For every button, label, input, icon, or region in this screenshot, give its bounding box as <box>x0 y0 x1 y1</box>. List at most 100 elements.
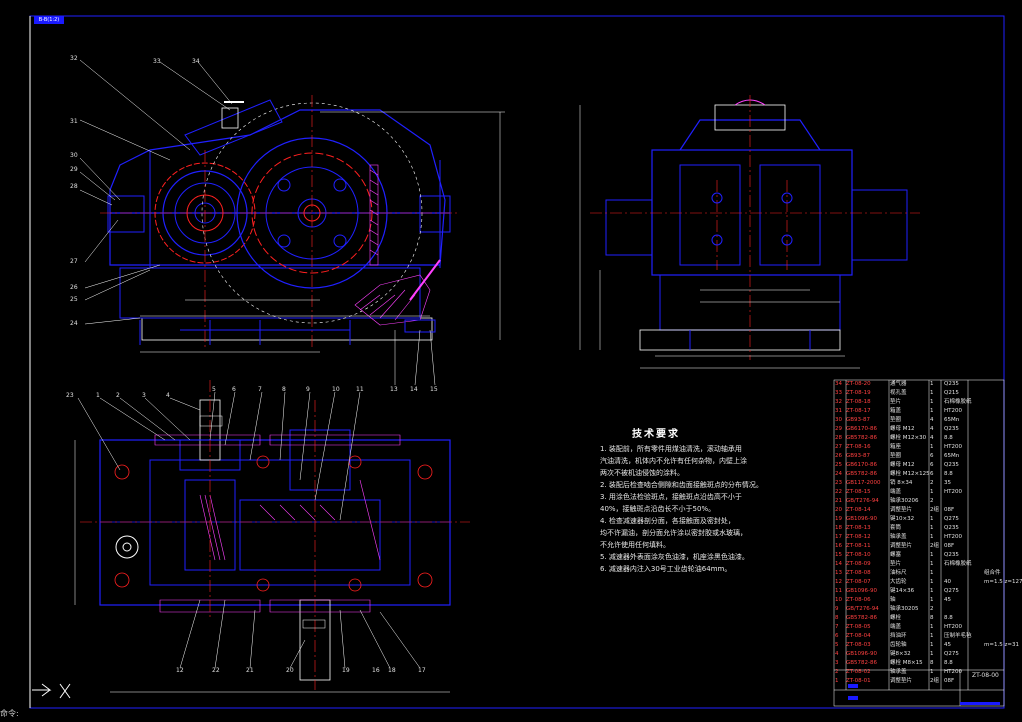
part-number-label: 20 <box>286 667 294 674</box>
bom-cell-qty: 2组 <box>930 507 939 513</box>
bom-cell-mat: 08F <box>944 543 955 549</box>
bom-cell-no: 24 <box>835 471 842 477</box>
bom-cell-qty: 1 <box>930 399 934 405</box>
bom-cell-name: 箱盖 <box>890 408 902 414</box>
bom-cell-no: 1 <box>835 678 839 684</box>
tech-line: 不允许使用任何填料。 <box>600 541 670 549</box>
technical-requirements: 技术要求 1. 装配前，所有零件用煤油清洗，滚动轴承用 汽油清洗，机体内不允许有… <box>600 430 830 577</box>
bom-cell-name: 轴 <box>890 597 896 603</box>
bom-cell-mat: 65Mn <box>944 453 960 459</box>
part-number-label: 4 <box>166 392 170 399</box>
bom-cell-code: GB6170-86 <box>846 462 878 468</box>
bom-cell-no: 3 <box>835 660 839 666</box>
part-number-label: 16 <box>372 667 380 674</box>
bom-cell-mat: Q235 <box>944 426 959 432</box>
bom-cell-code: ZT-08-15 <box>846 489 871 495</box>
bom-cell-note: m=1.5 z=31 <box>984 642 1019 648</box>
part-number-label: 2 <box>116 392 120 399</box>
part-number-label: 8 <box>282 386 286 393</box>
bom-cell-name: 轴承盖 <box>890 669 907 675</box>
bom-cell-mat: 35 <box>944 480 951 486</box>
part-number-label: 13 <box>390 386 398 393</box>
bom-cell-name: 垫圈 <box>890 417 902 423</box>
bom-cell-code: ZT-08-13 <box>846 525 871 531</box>
bom-cell-name: 调整垫片 <box>890 507 913 513</box>
bom-cell-qty: 2 <box>930 498 934 504</box>
bom-cell-note: m=1.5 z=127 <box>984 579 1022 585</box>
part-number-label: 3 <box>142 392 146 399</box>
ucs-icon <box>32 683 71 699</box>
part-number-label: 18 <box>388 667 396 674</box>
bom-cell-name: 螺栓 M8×15 <box>890 660 923 666</box>
bom-cell-code: ZT-08-19 <box>846 390 871 396</box>
bom-cell-no: 27 <box>835 444 842 450</box>
bom-cell-code: ZT-08-06 <box>846 597 871 603</box>
bom-cell-qty: 1 <box>930 525 934 531</box>
part-number-label: 30 <box>70 152 78 159</box>
view-tab[interactable]: B-B(1:2) <box>34 16 64 24</box>
bom-cell-no: 6 <box>835 633 839 639</box>
bom-cell-mat: 8.8 <box>944 615 953 621</box>
bom-cell-mat: Q275 <box>944 651 959 657</box>
bom-cell-qty: 1 <box>930 390 934 396</box>
command-line[interactable]: 命令: <box>0 709 19 718</box>
bom-cell-qty: 1 <box>930 633 934 639</box>
bom-cell-code: ZT-08-02 <box>846 669 871 675</box>
bom-cell-qty: 8 <box>930 660 934 666</box>
bom-cell-qty: 2组 <box>930 678 939 684</box>
bom-cell-mat: HT200 <box>944 489 962 495</box>
bom-cell-name: 轴承盖 <box>890 534 907 540</box>
bom-cell-qty: 4 <box>930 426 934 432</box>
part-number-label: 31 <box>70 118 78 125</box>
bom-cell-code: ZT-08-03 <box>846 642 871 648</box>
bom-cell-qty: 1 <box>930 570 934 576</box>
bom-cell-name: 螺栓 M12×30 <box>890 435 927 441</box>
bom-cell-code: GB117-2000 <box>846 480 881 486</box>
part-number-label: 14 <box>410 386 418 393</box>
bom-cell-mat: HT200 <box>944 669 962 675</box>
bom-cell-mat: HT200 <box>944 624 962 630</box>
part-number-label: 24 <box>70 320 78 327</box>
bom-cell-mat: 8.8 <box>944 660 953 666</box>
bom-cell-no: 14 <box>835 561 842 567</box>
bom-cell-qty: 1 <box>930 597 934 603</box>
bom-cell-qty: 1 <box>930 489 934 495</box>
part-number-label: 5 <box>212 386 216 393</box>
bom-cell-code: ZT-08-09 <box>846 561 871 567</box>
bom-cell-no: 19 <box>835 516 842 522</box>
bom-cell-name: 螺母 M12 <box>890 426 915 432</box>
bom-cell-no: 16 <box>835 543 842 549</box>
part-number-label: 23 <box>66 392 74 399</box>
bom-cell-mat: 08F <box>944 678 955 684</box>
bom-cell-code: GB6170-86 <box>846 426 878 432</box>
bom-cell-code: GB93-87 <box>846 417 871 423</box>
tech-line: 均不许漏油，剖分面允许涂以密封胶或水玻璃， <box>600 529 747 537</box>
bom-cell-code: ZT-08-18 <box>846 399 871 405</box>
part-number-label: 33 <box>153 58 161 65</box>
bom-cell-code: ZT-08-11 <box>846 543 871 549</box>
bom-cell-code: ZT-08-08 <box>846 570 871 576</box>
leader-lines <box>77 59 436 669</box>
bom-cell-code: ZT-08-16 <box>846 444 871 450</box>
bom-cell-mat: 石棉橡胶纸 <box>944 561 972 567</box>
bom-cell-no: 17 <box>835 534 842 540</box>
bom-cell-no: 4 <box>835 651 839 657</box>
bom-cell-code: GB5782-86 <box>846 660 878 666</box>
bom-cell-code: GB/T276-94 <box>846 606 879 612</box>
tech-title: 技术要求 <box>632 429 680 440</box>
bom-cell-name: 端盖 <box>890 489 902 495</box>
